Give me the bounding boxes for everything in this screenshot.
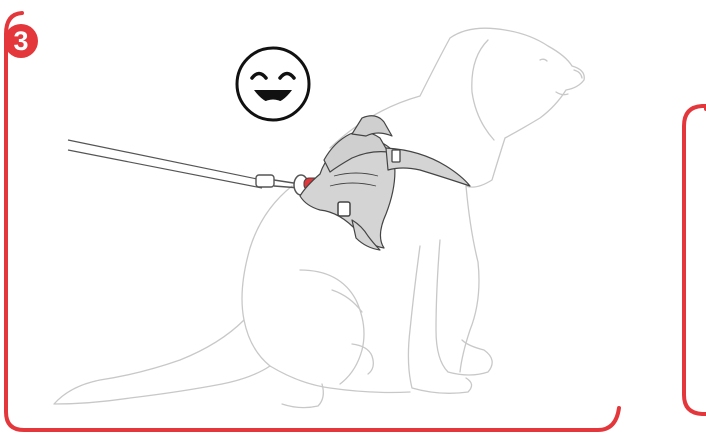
- dog-harness-illustration: [300, 116, 470, 250]
- step-frame-border: [6, 13, 619, 430]
- smiley-face-icon: [237, 48, 309, 120]
- leash-illustration: [68, 140, 308, 195]
- step-number-badge: 3: [4, 24, 38, 58]
- next-step-frame-border: [684, 106, 706, 414]
- step-number: 3: [13, 28, 28, 55]
- dog-illustration: [54, 28, 584, 407]
